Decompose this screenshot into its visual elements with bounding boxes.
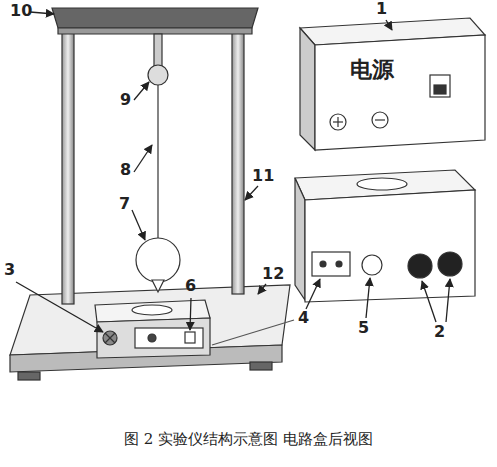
top-bar (52, 8, 258, 28)
control-box (97, 318, 210, 358)
callout-number: 2 (434, 324, 445, 340)
callout-number: 5 (358, 320, 369, 336)
pendulum-ball (136, 238, 180, 282)
callout-number: 6 (185, 278, 196, 294)
electromagnet (148, 65, 168, 85)
power-label-box: 电源 (346, 55, 398, 85)
callout-number: 11 (252, 168, 274, 184)
figure-caption: 图 2 实验仪结构示意图 电路盒后视图 (0, 430, 497, 449)
box-text: 电源 (346, 55, 398, 85)
leader-lines (16, 12, 450, 332)
callout-number: 8 (120, 162, 131, 178)
callout-number: 7 (119, 196, 130, 212)
post (232, 26, 244, 294)
callout-number: 1 (376, 1, 387, 17)
callout-number: 12 (262, 266, 284, 282)
post (62, 26, 74, 304)
callout-number: 9 (120, 92, 131, 108)
callout-number: 10 (10, 3, 32, 19)
callout-number: 3 (4, 262, 15, 278)
power-box (315, 35, 485, 150)
callout-number: 4 (298, 310, 309, 326)
